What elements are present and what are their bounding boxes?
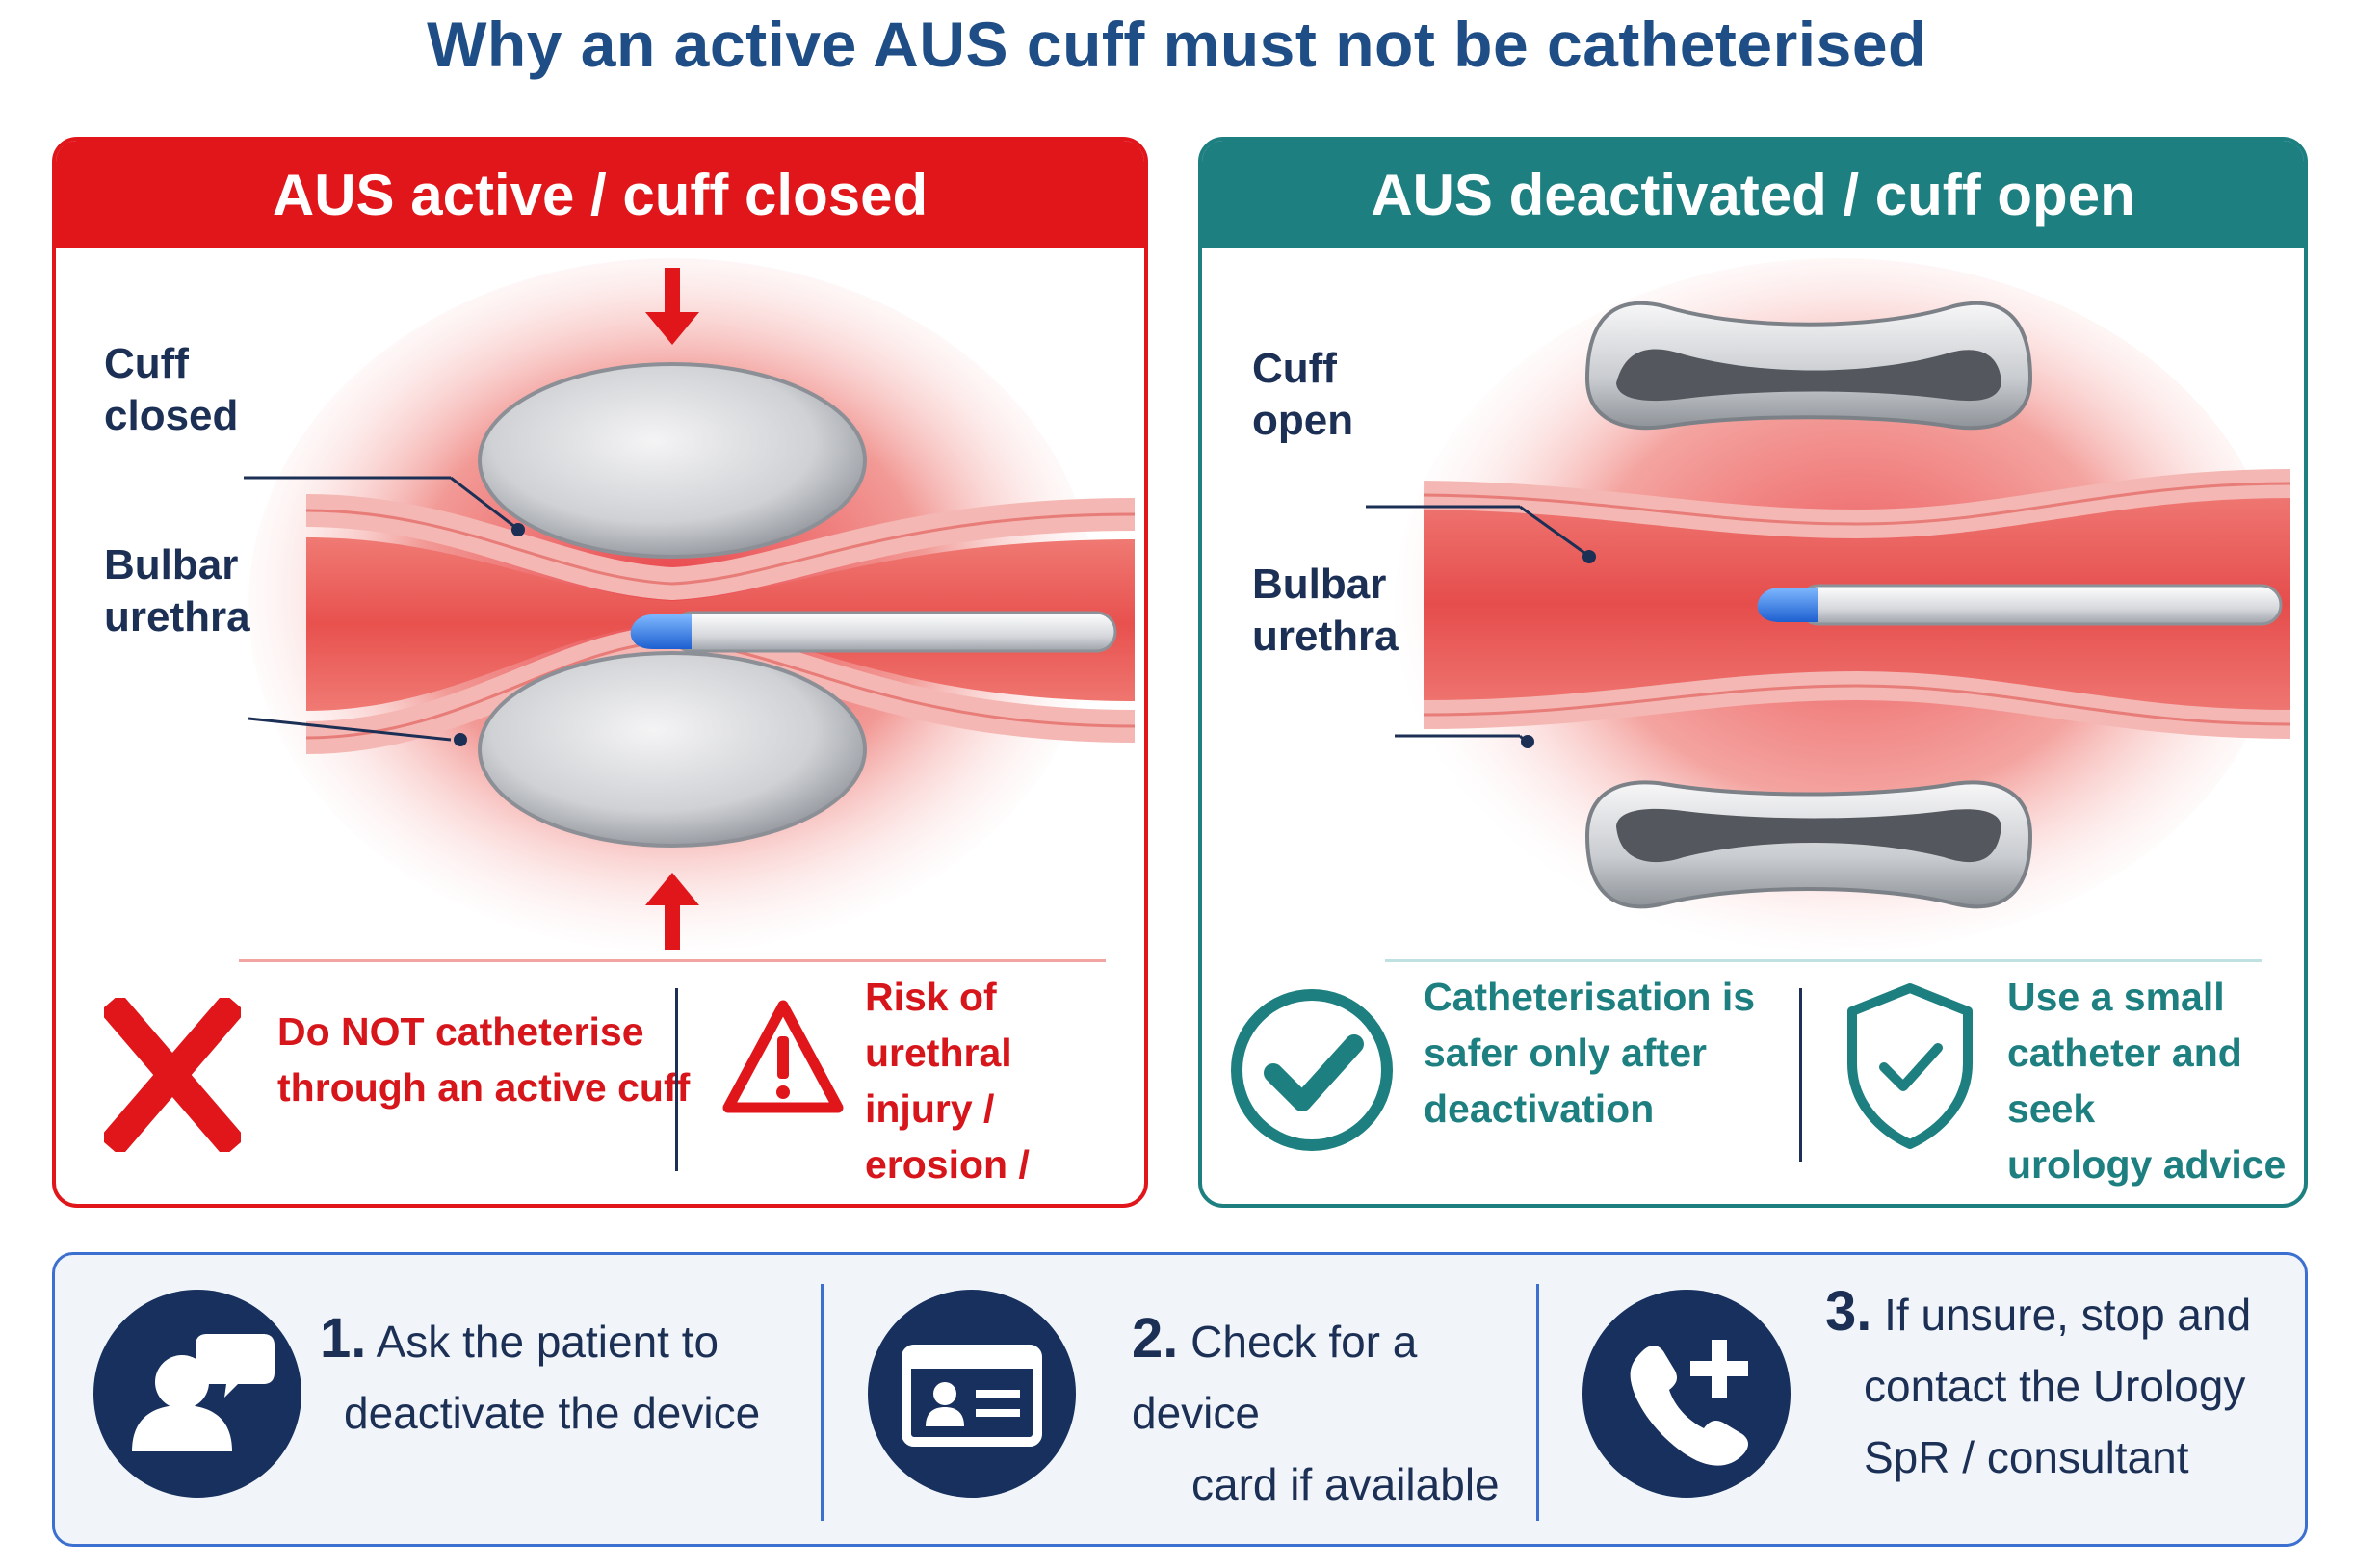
- step-2: 2. Check for a device card if available: [825, 1255, 1538, 1544]
- phone-plus-icon: [1630, 1340, 1748, 1466]
- label-bulbar-urethra-active: Bulbar urethra: [104, 541, 250, 640]
- step-1-circle: [93, 1290, 301, 1498]
- catheter-tip: [1757, 588, 1818, 622]
- label-cuff-closed: Cuff closed: [104, 340, 239, 439]
- step-3: 3. If unsure, stop and contact the Urolo…: [1538, 1255, 2309, 1544]
- shield-check-icon: [1847, 983, 1973, 1149]
- label-cuff-open: Cuff open: [1252, 345, 1354, 444]
- panel-header-deactivated: AUS deactivated / cuff open: [1202, 141, 2304, 248]
- catheter-tip: [630, 614, 692, 649]
- page-title: Why an active AUS cuff must not be cathe…: [427, 9, 1927, 80]
- cuff-top-inner: [1616, 349, 2001, 402]
- active-notes: Do NOT catheterise through an active cuf…: [56, 969, 1144, 1204]
- check-circle-icon: [1231, 989, 1393, 1151]
- safe-text: Catheterisation is safer only after deac…: [1424, 975, 1756, 1131]
- warning-triangle-icon: [722, 1000, 844, 1113]
- id-card-icon: [902, 1345, 1042, 1447]
- risk-text: Risk of urethral injury / erosion / cuff…: [865, 975, 1098, 1204]
- cuff-bottom-inner: [1616, 808, 2001, 863]
- advice-text: Use a small catheter and seek urology ad…: [2007, 975, 2287, 1187]
- closed-cuff-illustration: [244, 258, 1136, 952]
- cuff-bottom-closed: [478, 651, 867, 848]
- catheter-tube: [1797, 584, 2283, 626]
- cross-icon: [104, 998, 241, 1152]
- open-cuff-illustration: [1366, 258, 2291, 952]
- compression-arrow-top-icon: [645, 268, 699, 345]
- cuff-top-closed: [478, 362, 867, 559]
- label-bulbar-urethra-deactivated: Bulbar urethra: [1252, 561, 1399, 660]
- divider: [1385, 959, 2262, 962]
- catheter-tube: [670, 611, 1117, 653]
- step-1-text: 1. Ask the patient to deactivate the dev…: [320, 1307, 761, 1438]
- step-3-circle: [1582, 1290, 1791, 1498]
- notes-separator: [675, 988, 678, 1171]
- steps-panel: 1. Ask the patient to deactivate the dev…: [52, 1252, 2308, 1547]
- patient-speech-icon: [132, 1334, 275, 1451]
- step-2-text: 2. Check for a device card if available: [1132, 1307, 1500, 1509]
- notes-separator: [1799, 988, 1802, 1162]
- deactivated-notes: Catheterisation is safer only after deac…: [1202, 969, 2304, 1200]
- step-1: 1. Ask the patient to deactivate the dev…: [55, 1255, 825, 1544]
- panel-header-active: AUS active / cuff closed: [56, 141, 1144, 248]
- panel-aus-deactivated: AUS deactivated / cuff open: [1198, 137, 2308, 1208]
- compression-arrow-bottom-icon: [645, 873, 699, 950]
- panel-aus-active: AUS active / cuff closed: [52, 137, 1148, 1208]
- step-separator: [821, 1284, 824, 1521]
- divider: [239, 959, 1106, 962]
- step-3-text: 3. If unsure, stop and contact the Urolo…: [1825, 1280, 2252, 1482]
- warning-text: Do NOT catheterise through an active cuf…: [277, 1009, 691, 1110]
- step-separator: [1536, 1284, 1539, 1521]
- step-2-circle: [868, 1290, 1076, 1498]
